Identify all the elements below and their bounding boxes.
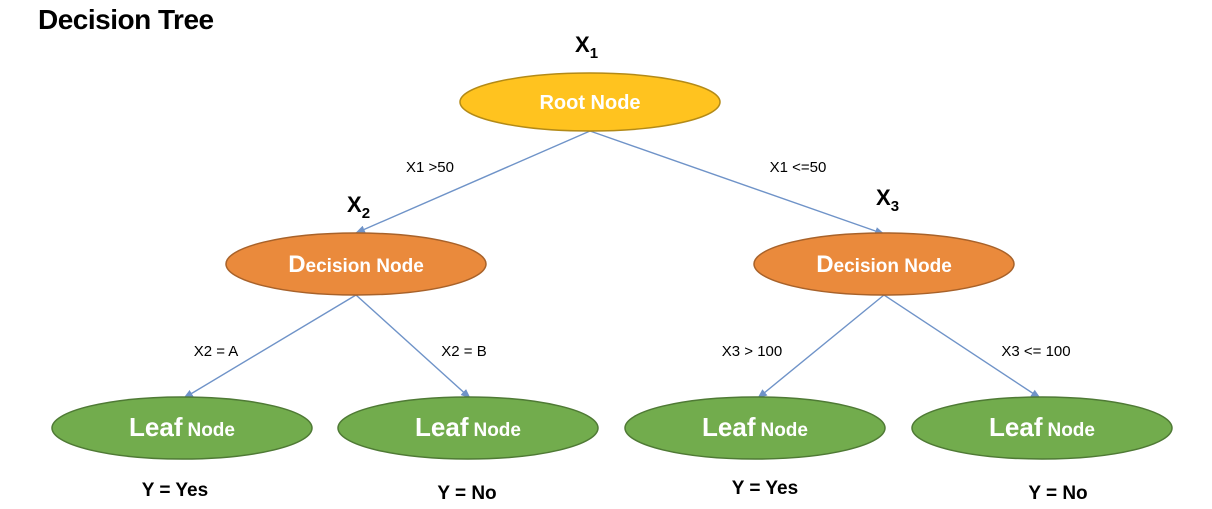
edge-decision-right-to-leaf-4 [883, 294, 1041, 399]
edge-label: X1 >50 [406, 159, 454, 176]
leaf-node-suffix: Node [1047, 420, 1095, 441]
leaf-node-shape [337, 396, 599, 460]
leaf-node-shape [624, 396, 886, 460]
root-node-shape [459, 72, 721, 132]
leaf-node-word: Leaf [415, 412, 469, 442]
edges [183, 130, 1041, 399]
leaf-node-suffix: Node [473, 420, 521, 441]
edge-label: X3 > 100 [722, 343, 782, 360]
edge-root-to-decision-left [355, 130, 591, 234]
leaf-node-word: Leaf [989, 412, 1043, 442]
leaf-node-word: Leaf [129, 412, 183, 442]
decision-node-initial: D [816, 251, 833, 278]
outcome-label: Y = Yes [142, 480, 208, 501]
decision-node-rest: ecision Node [306, 256, 424, 277]
variable-subscript: 1 [590, 45, 598, 62]
leaf-node-word: Leaf [702, 412, 756, 442]
edge-label: X2 = B [441, 343, 486, 360]
variable-subscript: 2 [362, 205, 370, 222]
leaf-node-shape [51, 396, 313, 460]
variable-subscript: 3 [891, 198, 899, 215]
variable-label-x2: X2 [347, 192, 370, 222]
edge-decision-right-to-leaf-3 [757, 294, 885, 399]
outcome-label: Y = No [1028, 483, 1087, 504]
decision-node-label: Decision Node [816, 251, 952, 278]
outcome-label: Y = No [437, 483, 496, 504]
leaf-node-shape [911, 396, 1173, 460]
variable-labels: X1 X2 X3 [347, 32, 899, 222]
variable-letter: X [575, 32, 590, 57]
variable-letter: X [347, 192, 362, 217]
root-node-label: Root Node [539, 92, 640, 114]
decision-node-label: Decision Node [288, 251, 424, 278]
variable-letter: X [876, 185, 891, 210]
edge-decision-left-to-leaf-2 [355, 294, 471, 399]
decision-node-shape [753, 232, 1015, 296]
edge-root-to-decision-right [589, 130, 885, 235]
diagram-title: Decision Tree [38, 4, 214, 35]
outcome-label: Y = Yes [732, 478, 798, 499]
edge-decision-left-to-leaf-1 [183, 294, 357, 399]
leaf-node-suffix: Node [187, 420, 235, 441]
decision-node-shape [225, 232, 487, 296]
decision-node-left: Decision Node [225, 232, 487, 296]
variable-label-x3: X3 [876, 185, 899, 215]
variable-label-x1: X1 [575, 32, 598, 62]
edge-label: X1 <=50 [770, 159, 827, 176]
leaf-node-suffix: Node [760, 420, 808, 441]
decision-node-right: Decision Node [753, 232, 1015, 296]
decision-node-initial: D [288, 251, 305, 278]
outcome-labels: Y = Yes Y = No Y = Yes Y = No [142, 478, 1088, 504]
edge-label: X3 <= 100 [1001, 343, 1070, 360]
edge-labels: X1 >50 X1 <=50 X2 = A X2 = B X3 > 100 X3… [194, 159, 1071, 360]
decision-node-rest: ecision Node [834, 256, 952, 277]
edge-label: X2 = A [194, 343, 239, 360]
root-node: Root Node [459, 72, 721, 132]
